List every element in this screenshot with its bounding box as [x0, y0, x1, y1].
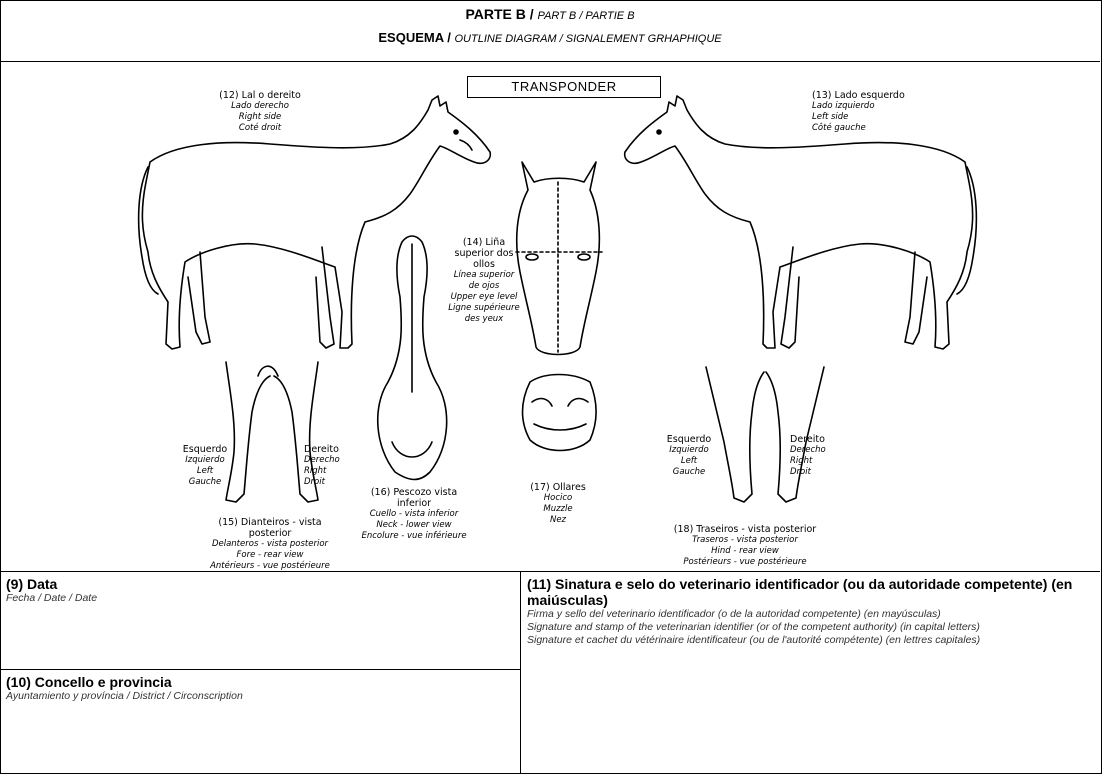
header-line-2: ESQUEMA / OUTLINE DIAGRAM / SIGNALEMENT …	[0, 30, 1100, 45]
fore-right-line: Right	[304, 466, 354, 477]
transponder-box: TRANSPONDER	[467, 76, 661, 98]
label-15-title: (15) Dianteiros - vista posterior	[200, 517, 340, 539]
hind-left-line: Left	[664, 456, 714, 467]
label-13-title: (13) Lado esquerdo	[812, 90, 942, 101]
label-16-line: Cuello - vista inferior	[358, 509, 470, 520]
label-15-line: Fore - rear view	[200, 550, 340, 561]
label-14-title: (14) Liña superior dos ollos	[448, 237, 520, 270]
label-14-line: Línea superior de ojos	[448, 270, 520, 292]
outline-diagram: TRANSPONDER (12) Lal o dereito Lado dere…	[0, 62, 1100, 570]
label-18-line: Traseros - vista posterior	[670, 535, 820, 546]
label-16-title: (16) Pescozo vista inferior	[358, 487, 470, 509]
label-fore-right: Dereito Derecho Right Droit	[304, 444, 354, 488]
fore-right-line: Droit	[304, 477, 354, 488]
signature-field-title: (11) Sinatura e selo do veterinario iden…	[527, 576, 1094, 608]
horse-head-front-outline	[516, 162, 602, 355]
fore-left-line: Esquerdo	[180, 444, 230, 455]
date-field[interactable]: (9) Data Fecha / Date / Date	[0, 571, 521, 670]
hind-right-line: Dereito	[790, 434, 840, 445]
signature-field-subtitle: Signature and stamp of the veterinarian …	[527, 621, 1094, 634]
fore-right-line: Dereito	[304, 444, 354, 455]
label-16-line: Encolure - vue inférieure	[358, 531, 470, 542]
label-17-line: Muzzle	[520, 504, 596, 515]
date-field-subtitle: Fecha / Date / Date	[6, 592, 514, 605]
label-13-line: Côté gauche	[812, 123, 942, 134]
label-14-line: Upper eye level	[448, 292, 520, 303]
label-18-line: Hind - rear view	[670, 546, 820, 557]
label-hind-right: Dereito Derecho Right Droit	[790, 434, 840, 478]
label-16-line: Neck - lower view	[358, 520, 470, 531]
signature-field[interactable]: (11) Sinatura e selo do veterinario iden…	[521, 571, 1100, 774]
fore-left-line: Left	[180, 466, 230, 477]
header-line-1: PARTE B / PART B / PARTIE B	[0, 6, 1100, 22]
date-field-title: (9) Data	[6, 576, 514, 592]
label-17-line: Nez	[520, 515, 596, 526]
hind-right-line: Droit	[790, 467, 840, 478]
label-14-line: Ligne supérieure des yeux	[448, 303, 520, 325]
district-field[interactable]: (10) Concello e provincia Ayuntamiento y…	[0, 669, 521, 774]
hind-left-line: Gauche	[664, 467, 714, 478]
hind-right-line: Derecho	[790, 445, 840, 456]
label-upper-eye-level: (14) Liña superior dos ollos Línea super…	[448, 237, 520, 325]
hind-left-line: Izquierdo	[664, 445, 714, 456]
label-muzzle: (17) Ollares Hocico Muzzle Nez	[520, 482, 596, 526]
label-13-line: Left side	[812, 112, 942, 123]
label-12-title: (12) Lal o dereito	[200, 90, 320, 101]
label-fore-rear-view: (15) Dianteiros - vista posterior Delant…	[200, 517, 340, 572]
label-neck-lower-view: (16) Pescozo vista inferior Cuello - vis…	[358, 487, 470, 542]
label-hind-rear-view: (18) Traseiros - vista posterior Trasero…	[670, 524, 820, 568]
horse-neck-lower-view-outline	[378, 236, 447, 480]
fore-left-line: Izquierdo	[180, 455, 230, 466]
label-12-line: Coté droit	[200, 123, 320, 134]
label-13-line: Lado izquierdo	[812, 101, 942, 112]
fore-left-line: Gauche	[180, 477, 230, 488]
district-field-subtitle: Ayuntamiento y província / District / Ci…	[6, 690, 514, 703]
form-header: PARTE B / PART B / PARTIE B ESQUEMA / OU…	[0, 0, 1100, 62]
label-17-line: Hocico	[520, 493, 596, 504]
header-part-title: PARTE B /	[465, 6, 533, 22]
label-18-line: Postérieurs - vue postérieure	[670, 557, 820, 568]
label-hind-left: Esquerdo Izquierdo Left Gauche	[664, 434, 714, 478]
header-diagram-title: ESQUEMA /	[378, 30, 450, 45]
label-12-line: Right side	[200, 112, 320, 123]
signature-field-subtitle: Signature et cachet du vétérinaire ident…	[527, 634, 1094, 647]
fore-right-line: Derecho	[304, 455, 354, 466]
label-18-title: (18) Traseiros - vista posterior	[670, 524, 820, 535]
horse-muzzle-outline	[523, 375, 597, 451]
header-part-translation: PART B / PARTIE B	[538, 10, 635, 22]
district-field-title: (10) Concello e provincia	[6, 674, 514, 690]
label-12-line: Lado derecho	[200, 101, 320, 112]
hind-left-line: Esquerdo	[664, 434, 714, 445]
header-diagram-translation: OUTLINE DIAGRAM / SIGNALEMENT GRHAPHIQUE	[455, 33, 722, 45]
label-15-line: Delanteros - vista posterior	[200, 539, 340, 550]
label-fore-left: Esquerdo Izquierdo Left Gauche	[180, 444, 230, 488]
label-left-side: (13) Lado esquerdo Lado izquierdo Left s…	[812, 90, 942, 134]
signature-field-subtitle: Firma y sello del veterinario identifica…	[527, 608, 1094, 621]
hind-right-line: Right	[790, 456, 840, 467]
label-right-side: (12) Lal o dereito Lado derecho Right si…	[200, 90, 320, 134]
label-17-title: (17) Ollares	[520, 482, 596, 493]
